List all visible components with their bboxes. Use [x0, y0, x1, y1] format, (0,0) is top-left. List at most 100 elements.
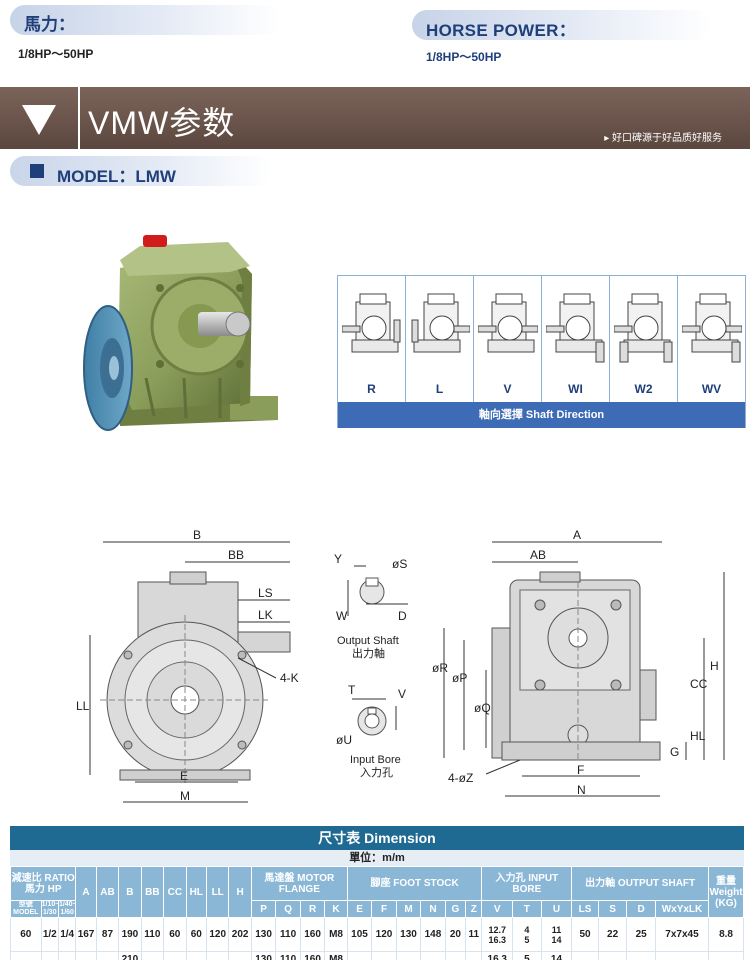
cell-weight: 8.8 — [708, 917, 744, 952]
col-z-header: Z — [465, 900, 483, 918]
banner-slogan: ▸ 好口碑源于好品质好服务 — [604, 133, 722, 144]
cell-f — [371, 951, 397, 960]
cell-cc — [163, 951, 187, 960]
col-a-header: A — [75, 866, 97, 918]
section-banner: VMW参数 ▸ 好口碑源于好品质好服务 — [0, 87, 750, 149]
col-n-header: N — [420, 900, 446, 918]
cell-r1 — [40, 951, 59, 960]
cell-a — [75, 951, 97, 960]
col-f-header: F — [371, 900, 397, 918]
gearbox-v-icon — [478, 293, 538, 353]
cell-s — [597, 951, 628, 960]
banner-triangle-box — [0, 87, 78, 149]
input-bore-zh: 入力孔 — [360, 766, 393, 779]
ratio-hp-header: 減速比 RATIO 馬力 HP — [10, 866, 77, 901]
cell-z — [465, 951, 483, 960]
shaft-direction-footer: 軸向選擇 Shaft Direction — [338, 402, 745, 428]
col-u-header: U — [540, 900, 573, 918]
shaft-option-v[interactable]: V — [474, 276, 542, 402]
col-ls-header: LS — [571, 900, 599, 918]
output-shaft-zh: 出力軸 — [352, 646, 385, 660]
cell-n — [420, 951, 446, 960]
shaft-option-r[interactable]: R — [338, 276, 406, 402]
dim-t-label: T — [348, 683, 356, 697]
cell-t: 4 5 — [512, 917, 542, 952]
col-k-header: K — [324, 900, 348, 918]
input-bore-drawing — [352, 698, 397, 736]
cell-n: 148 — [420, 917, 446, 952]
cell-bb — [140, 951, 165, 960]
cell-p: 130 — [250, 951, 277, 960]
cell-ls — [571, 951, 599, 960]
dim-phi-r-label: øR — [432, 661, 448, 675]
dim-phi-p-label: øP — [452, 671, 467, 685]
gearbox-r-icon — [342, 293, 401, 353]
dim-ls-label: LS — [258, 586, 273, 600]
down-triangle-icon — [22, 105, 56, 135]
ratio-2-header: 1/40~ 1/60 — [57, 900, 77, 918]
dim-g-label: G — [670, 745, 679, 759]
col-bb-header: BB — [140, 866, 165, 918]
col-ll-header: LL — [205, 866, 230, 918]
col-p-header: P — [250, 900, 277, 918]
cell-ls: 50 — [571, 917, 599, 952]
output-shaft-en: Output Shaft — [337, 635, 399, 647]
cell-ll — [205, 951, 230, 960]
cell-r: 160 — [299, 917, 326, 952]
col-e-header: E — [346, 900, 373, 918]
dim-f-label: F — [577, 763, 584, 777]
dimension-table-unit: 單位：m/m — [10, 850, 744, 866]
cell-cc: 60 — [163, 917, 187, 952]
cell-t: 5 — [512, 951, 542, 960]
col-s-header: S — [597, 900, 628, 918]
cell-hl: 60 — [185, 917, 207, 952]
output-shaft-drawing — [347, 565, 408, 616]
shaft-option-label: W2 — [634, 382, 653, 396]
col-h-header: H — [228, 866, 252, 918]
table-row: 210 130 110 160 M8 16.3 5 14 — [10, 951, 744, 960]
gearbox-l-icon — [411, 293, 470, 353]
dim-e-label: E — [180, 769, 188, 783]
side-view-drawing — [443, 541, 725, 797]
model-title: MODEL：LMW — [57, 167, 176, 186]
cell-f: 120 — [371, 917, 397, 952]
cell-model: 60 — [10, 917, 42, 952]
ratio-1-header: 1/10~ 1/30 — [40, 900, 59, 918]
dim-ab-label: AB — [530, 548, 546, 562]
cell-m: 130 — [395, 917, 422, 952]
hp-header: 馬力 HP — [24, 883, 62, 895]
cell-r1: 1/2 — [40, 917, 59, 952]
dim-phi-u-label: øU — [336, 733, 352, 747]
dim-4k-label: 4-K — [280, 671, 299, 685]
horsepower-en-value: 1/8HP～50HP — [426, 50, 502, 64]
shaft-direction-panel: R L V — [337, 275, 746, 428]
foot-stock-header: 腳座 FOOT STOCK — [346, 866, 483, 901]
col-cc-header: CC — [163, 866, 187, 918]
cell-bb: 110 — [140, 917, 165, 952]
banner-title: VMW参数 — [88, 105, 236, 141]
cell-e — [346, 951, 373, 960]
shaft-option-wv[interactable]: WV — [678, 276, 745, 402]
dim-w-label: W — [336, 609, 348, 623]
horsepower-zh-value: 1/8HP～50HP — [18, 47, 94, 61]
table-row: 60 1/2 1/4 167 87 190 110 60 60 120 202 … — [10, 917, 744, 952]
horsepower-zh-pill: 馬力： — [10, 5, 280, 35]
cell-u: 14 — [540, 951, 573, 960]
cell-g — [444, 951, 467, 960]
col-m-header: M — [395, 900, 422, 918]
col-ab-header: AB — [95, 866, 120, 918]
gearbox-wv-icon — [682, 293, 742, 363]
cell-ll: 120 — [205, 917, 230, 952]
shaft-option-w2[interactable]: W2 — [610, 276, 678, 402]
shaft-option-wi[interactable]: WI — [542, 276, 610, 402]
shaft-option-l[interactable]: L — [406, 276, 474, 402]
shaft-option-label: R — [367, 382, 376, 396]
dimension-table-section: 尺寸表 Dimension 單位：m/m 減速比 RATIO 馬力 HP A A… — [10, 826, 744, 960]
cell-z: 11 — [465, 917, 483, 952]
dim-phi-s-label: øS — [392, 557, 407, 571]
input-bore-header: 入力孔 INPUT BORE — [481, 866, 573, 901]
col-hl-header: HL — [185, 866, 207, 918]
dim-cc-label: CC — [690, 677, 708, 691]
dim-b-label: B — [193, 528, 201, 542]
cell-h — [228, 951, 252, 960]
